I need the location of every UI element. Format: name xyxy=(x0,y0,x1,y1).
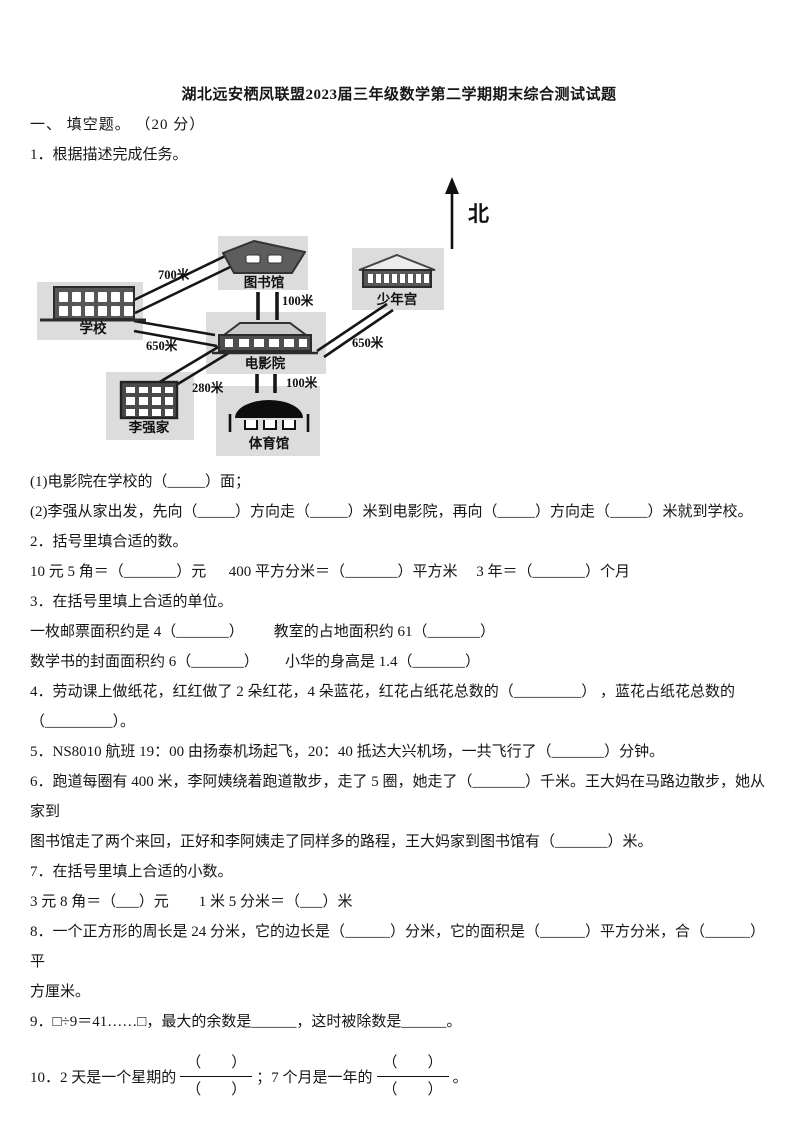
question-1-text: 1．根据描述完成任务。 xyxy=(30,147,188,163)
question-10-prefix: 10．2 天是一个星期的 xyxy=(30,1069,177,1086)
connection-lines xyxy=(133,243,394,393)
north-label: 北 xyxy=(468,202,489,226)
distance-cinema-palace: 650米 xyxy=(352,336,384,350)
fraction-1-denominator: （ ） xyxy=(186,1081,247,1098)
page-title: 湖北远安栖凤联盟2023届三年级数学第二学期期末综合测试试题 xyxy=(181,87,617,103)
question-3-text: 3．在括号里填上合适的单位。 xyxy=(30,594,233,610)
gym-label: 体育馆 xyxy=(248,436,290,451)
question-1-sub2: (2)李强从家出发，先向（_____）方向走（_____）米到电影院，再向（__… xyxy=(30,504,753,520)
map-diagram: 北 学校 图书馆 少年宫 xyxy=(34,174,544,461)
section-heading: 一、 填空题。 （20 分） xyxy=(30,117,206,133)
fraction-blank-1: （ ） （ ） xyxy=(180,1051,253,1102)
distance-cinema-gym: 100米 xyxy=(286,376,318,390)
gym-building-icon xyxy=(228,400,310,432)
school-building-icon xyxy=(40,286,146,322)
question-10-mid: ；7 个月是一年的 xyxy=(256,1069,373,1086)
north-arrow-icon xyxy=(445,177,459,249)
question-9-text: 9．□÷9＝41……□，最大的余数是______，这时被除数是______。 xyxy=(30,1014,462,1030)
question-4-text-line1: 4．劳动课上做纸花，红红做了 2 朵红花，4 朵蓝花，红花占纸花总数的（____… xyxy=(30,684,736,700)
school-label: 学校 xyxy=(79,321,107,336)
question-6-text-line2: 图书馆走了两个来回，正好和李阿姨走了同样多的路程，王大妈家到图书馆有（_____… xyxy=(30,834,653,850)
question-10-suffix: 。 xyxy=(452,1069,468,1086)
question-2-text: 2．括号里填合适的数。 xyxy=(30,534,188,550)
question-2-blanks: 10 元 5 角＝（_______）元 400 平方分米＝（_______）平方… xyxy=(30,564,631,580)
cinema-building-icon xyxy=(212,322,318,355)
question-7-text: 7．在括号里填上合适的小数。 xyxy=(30,864,233,880)
question-4-text-line2: （_________）。 xyxy=(30,714,136,730)
question-8-text-line2: 方厘米。 xyxy=(30,984,91,1000)
library-label: 图书馆 xyxy=(243,275,285,290)
cinema-label: 电影院 xyxy=(244,356,286,371)
distance-school-cinema: 650米 xyxy=(146,339,178,353)
question-6-text-line1: 6．跑道每圈有 400 米，李阿姨绕着跑道散步，走了 5 圈，她走了（_____… xyxy=(30,774,766,820)
distance-library-cinema: 100米 xyxy=(282,294,314,308)
home-label: 李强家 xyxy=(128,420,170,435)
question-8-text-line1: 8．一个正方形的周长是 24 分米，它的边长是（______）分米，它的面积是（… xyxy=(30,924,766,970)
library-building-icon xyxy=(222,240,306,274)
fraction-1-numerator: （ ） xyxy=(180,1051,253,1077)
fraction-blank-2: （ ） （ ） xyxy=(376,1051,449,1102)
palace-building-icon xyxy=(358,254,436,288)
distance-home-cinema: 280米 xyxy=(192,381,224,395)
fraction-2-numerator: （ ） xyxy=(376,1051,449,1077)
home-building-icon xyxy=(119,380,179,420)
question-10: 10．2 天是一个星期的 （ ） （ ） ；7 个月是一年的 （ ） （ ） 。 xyxy=(30,1047,768,1105)
question-3-blanks-row2: 数学书的封面面积约 6（_______） 小华的身高是 1.4（_______） xyxy=(30,654,481,670)
palace-label: 少年宫 xyxy=(376,292,418,307)
question-1-sub1: (1)电影院在学校的（_____）面； xyxy=(30,474,250,490)
question-3-blanks-row1: 一枚邮票面积约是 4（_______） 教室的占地面积约 61（_______） xyxy=(30,624,496,640)
distance-school-library: 700米 xyxy=(158,268,190,282)
question-5-text: 5．NS8010 航班 19：00 由扬泰机场起飞，20：40 抵达大兴机场，一… xyxy=(30,744,665,760)
question-7-blanks: 3 元 8 角＝（___）元 1 米 5 分米＝（___）米 xyxy=(30,894,353,910)
fraction-2-denominator: （ ） xyxy=(382,1081,443,1098)
